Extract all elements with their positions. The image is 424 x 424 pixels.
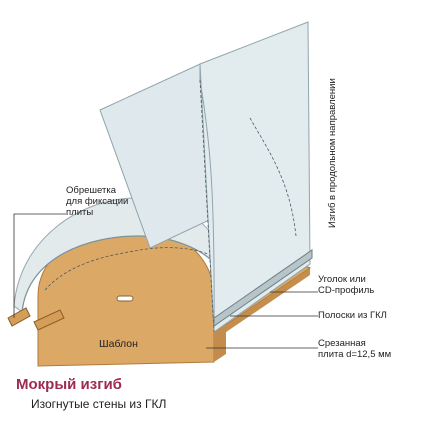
label-corner-profile-line-1: Уголок или: [318, 274, 366, 285]
sheet-edge-dashed: [199, 79, 215, 333]
batten-front: [33, 309, 65, 331]
label-cut-board-line-2: плита d=12,5 мм: [318, 349, 392, 360]
corner-profile: [213, 249, 313, 327]
label-battens-line-2: для фиксации: [66, 196, 129, 207]
base-strip-side: [210, 268, 310, 343]
leader-battens: [13, 213, 66, 318]
label-corner-profile: Уголок или CD-профиль: [318, 274, 374, 296]
curved-board-edge: [21, 235, 221, 313]
caption-subtitle: Изогнутые стены из ГКЛ: [31, 397, 167, 411]
label-strips: Полоски из ГКЛ: [318, 310, 387, 321]
label-battens: Обрешетка для фиксации плиты: [66, 185, 128, 218]
batten-left: [7, 307, 31, 327]
label-corner-profile-line-2: CD-профиль: [318, 285, 375, 296]
label-battens-line-3: плиты: [66, 207, 94, 218]
label-template: Шаблон: [99, 338, 138, 350]
label-cut-board: Срезанная плита d=12,5 мм: [318, 338, 391, 360]
hidden-outline: [44, 247, 221, 291]
label-battens-line-1: Обрешетка: [66, 185, 116, 196]
label-bend-direction: Изгиб в продольном направлении: [327, 78, 338, 228]
sheet-fold: [199, 79, 215, 333]
label-cut-board-line-1: Срезанная: [318, 338, 366, 349]
caption-title: Мокрый изгиб: [16, 376, 122, 393]
label-strips-text: Полоски из ГКЛ: [318, 310, 387, 321]
bend-guide: [249, 117, 297, 237]
template-slot: [116, 295, 134, 302]
